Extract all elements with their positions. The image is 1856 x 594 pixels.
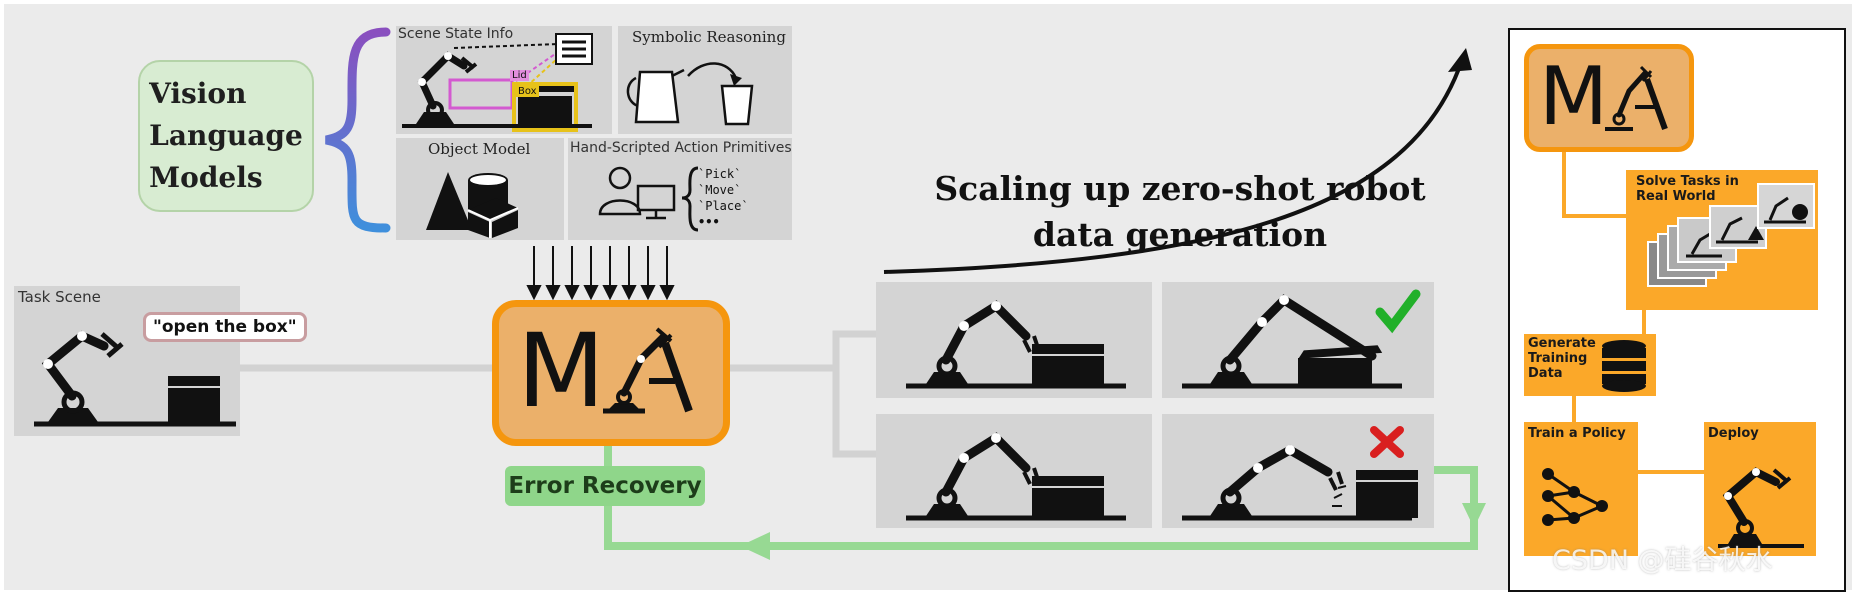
primitives-label: Hand-Scripted Action Primitives: [570, 140, 792, 156]
person-computer-icon: [598, 166, 699, 232]
error-loop-arrow-down: [1462, 503, 1486, 528]
scene-state-label: Scene State Info: [398, 26, 514, 42]
task-scene-label: Task Scene: [18, 288, 101, 306]
primitive-pick: `Pick`: [698, 167, 742, 181]
trial-robot-1: [906, 300, 1126, 389]
vlm-bracket: [325, 27, 391, 233]
task-scene-panel: Task Scene: [14, 286, 240, 436]
scaling-caption: Scaling up zero-shot robot data generati…: [880, 166, 1480, 258]
symbolic-label: Symbolic Reasoning: [632, 28, 786, 46]
object-model-panel: Object Model: [396, 138, 564, 240]
pipeline-ma-arm-icon: [1605, 65, 1668, 131]
ma-letter: M: [517, 312, 606, 431]
input-arrows: [526, 246, 675, 301]
trial-panel-2: [876, 414, 1152, 528]
trial-robot-success: [1182, 289, 1421, 389]
watermark: CSDN @硅谷秋水: [1552, 545, 1773, 576]
train-policy-box: Train a Policy: [1524, 422, 1638, 556]
object-model-label: Object Model: [428, 140, 531, 158]
solve-tasks-box: Solve Tasks in Real World: [1626, 170, 1818, 310]
database-icon: [1602, 340, 1646, 392]
deploy-robot-icon: [1718, 467, 1804, 548]
manipulate-anything-logo: M: [492, 300, 730, 446]
primitive-more: •••: [698, 215, 720, 229]
vlm-label: Vision Language Models: [149, 77, 303, 194]
primitives-panel: Hand-Scripted Action Primitives `Pick` `…: [568, 138, 792, 240]
primitive-list: `Pick` `Move` `Place` •••: [698, 166, 749, 230]
task-scene-robot: [34, 330, 236, 427]
symbolic-panel: Symbolic Reasoning: [618, 26, 792, 134]
lid-tag: Lid: [510, 70, 529, 81]
generate-data-box: Generate Training Data: [1524, 334, 1656, 396]
trial-robot-2: [906, 432, 1126, 521]
ma-robot-arm-icon: [603, 327, 693, 414]
generate-data-label: Generate Training Data: [1528, 336, 1596, 381]
scaling-curve: [883, 59, 1464, 274]
pipeline-ma-logo: M: [1524, 44, 1694, 152]
connector-trial-split: [832, 330, 876, 458]
trial-panel-success: [1162, 282, 1434, 398]
scaling-arrow-head: [1448, 48, 1472, 72]
error-loop-line: [604, 432, 1478, 550]
train-policy-label: Train a Policy: [1528, 426, 1626, 441]
error-recovery-label: Error Recovery: [505, 466, 705, 506]
trial-panel-failure: [1162, 414, 1434, 528]
trial-robot-failure: [1182, 426, 1418, 521]
deploy-box: Deploy: [1704, 422, 1816, 556]
trial-panel-1: [876, 282, 1152, 398]
scene-state-panel: Scene State Info Lid Box: [396, 26, 612, 134]
failure-cross-icon: [1370, 426, 1404, 458]
error-loop-arrow-left: [740, 532, 770, 560]
vlm-box: Vision Language Models: [138, 60, 314, 212]
primitive-place: `Place`: [698, 199, 749, 213]
pitcher-icon: [626, 62, 754, 126]
stacked-scenes-icon: [1647, 183, 1815, 287]
pipeline-ma-letter: M: [1539, 50, 1609, 143]
primitive-move: `Move`: [698, 183, 742, 197]
deploy-label: Deploy: [1708, 426, 1759, 441]
scaling-text: Scaling up zero-shot robot data generati…: [934, 169, 1426, 254]
success-check-icon: [1375, 289, 1421, 334]
solve-tasks-label: Solve Tasks in Real World: [1636, 174, 1739, 204]
network-icon: [1542, 468, 1608, 526]
instruction-bubble: "open the box": [143, 312, 307, 342]
box-tag: Box: [516, 86, 539, 97]
shapes-icon: [426, 172, 519, 238]
